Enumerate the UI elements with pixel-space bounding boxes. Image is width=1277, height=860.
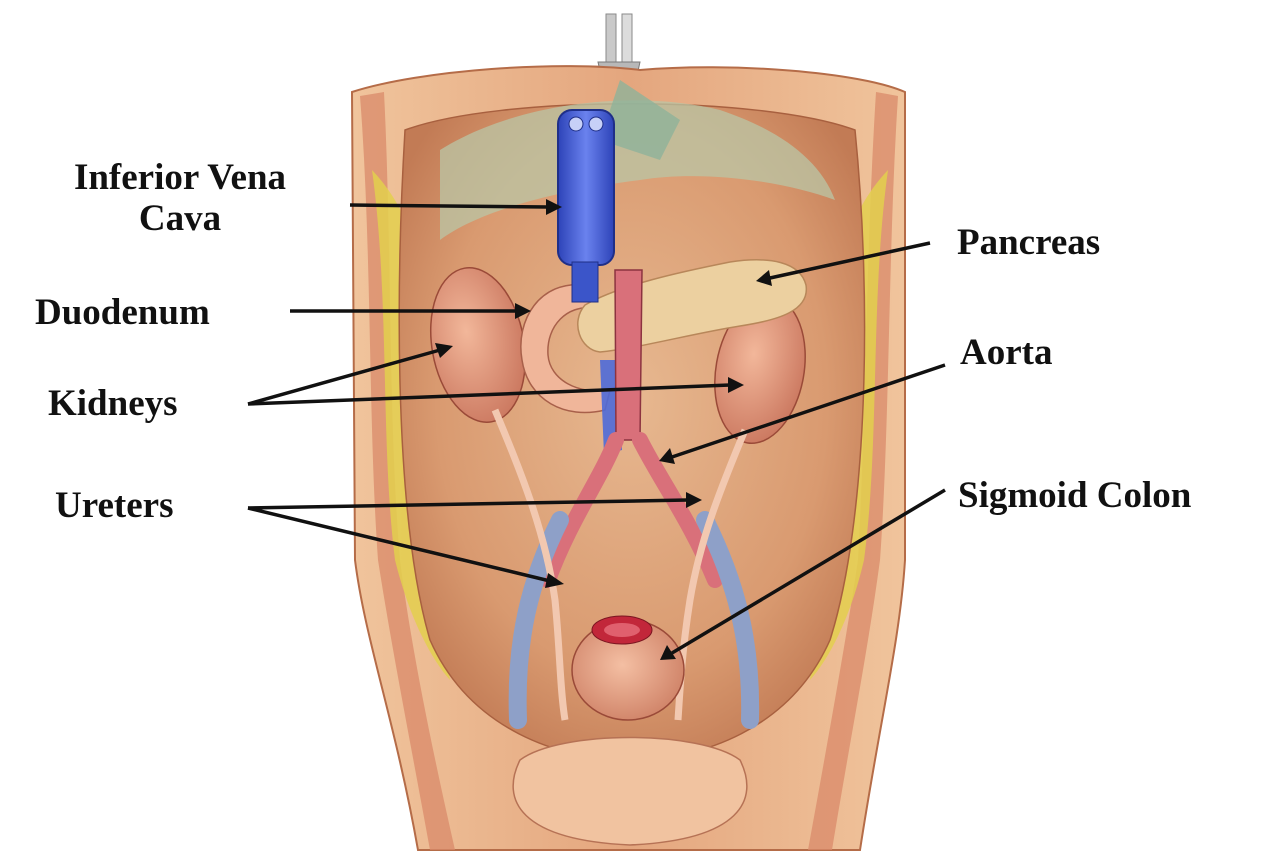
label-ivc-line1: Inferior Vena [30, 157, 330, 198]
label-inferior-vena-cava: Inferior Vena Cava [30, 157, 330, 240]
label-ureters: Ureters [55, 485, 173, 526]
label-kidneys: Kidneys [48, 383, 178, 424]
label-aorta: Aorta [960, 332, 1052, 373]
label-duodenum: Duodenum [35, 292, 210, 333]
label-sigmoid-colon: Sigmoid Colon [958, 475, 1191, 516]
label-pancreas: Pancreas [957, 222, 1100, 263]
label-ivc-line2: Cava [30, 198, 330, 239]
bladder [513, 738, 747, 846]
